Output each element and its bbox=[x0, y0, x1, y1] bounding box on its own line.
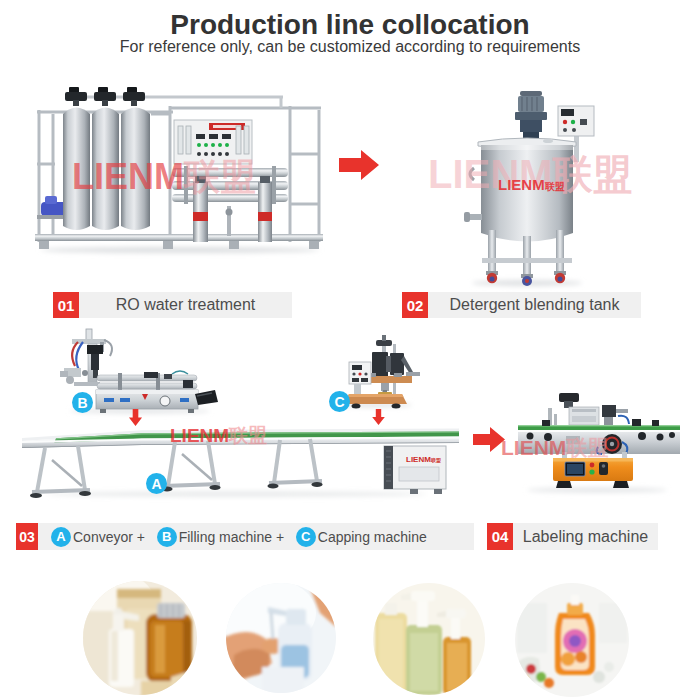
svg-text:LIENM联盟: LIENM联盟 bbox=[406, 455, 441, 464]
